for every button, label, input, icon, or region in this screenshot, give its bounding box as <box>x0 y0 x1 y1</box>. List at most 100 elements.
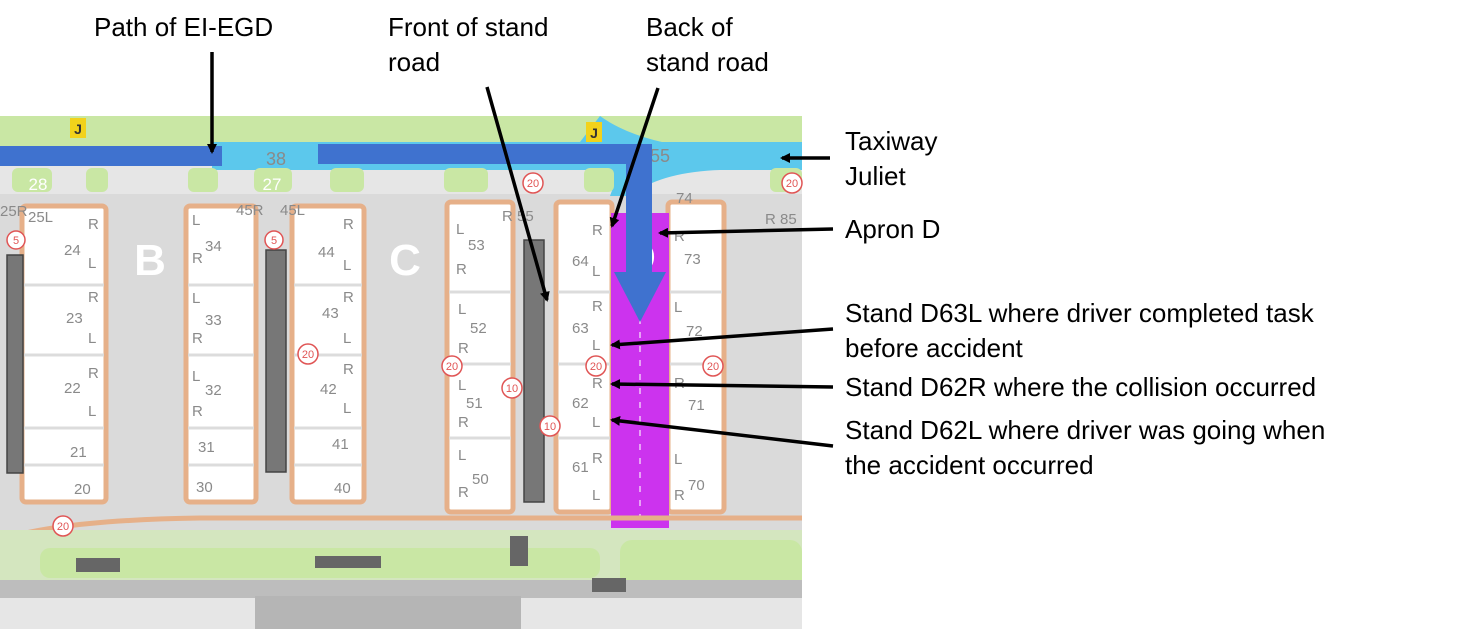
svg-text:L: L <box>88 403 96 420</box>
svg-text:R: R <box>192 403 203 420</box>
stand-number: 42 <box>320 381 337 398</box>
speed-sign: 20 <box>522 172 544 194</box>
svg-text:R: R <box>88 216 99 233</box>
taxiway-number: 55 <box>650 146 670 166</box>
arrow-apron-d <box>658 227 834 238</box>
stand-number: 33 <box>205 312 222 329</box>
callout-stand-d62l-line2: the accident occurred <box>845 450 1094 480</box>
stand-number: 30 <box>196 479 213 496</box>
callout-back-stand-road: Back of <box>646 12 733 42</box>
stand-number: 22 <box>64 380 81 397</box>
stand-number: 61 <box>572 459 589 476</box>
stand-number: 74 <box>676 190 693 207</box>
speed-sign: 10 <box>539 415 561 437</box>
svg-text:20: 20 <box>786 178 798 190</box>
stand-number: 70 <box>688 477 705 494</box>
stand-number: 45L <box>280 202 305 219</box>
svg-text:L: L <box>592 337 600 354</box>
stand-number: 44 <box>318 244 335 261</box>
speed-sign: 10 <box>501 377 523 399</box>
svg-text:L: L <box>456 221 464 238</box>
svg-text:10: 10 <box>506 383 518 395</box>
piers <box>6 239 545 503</box>
svg-text:R: R <box>458 414 469 431</box>
stand-number: 51 <box>466 395 483 412</box>
svg-text:R: R <box>458 484 469 501</box>
callout-arrows <box>207 52 834 448</box>
stand-number: 71 <box>688 397 705 414</box>
svg-text:L: L <box>343 330 351 347</box>
stand-number: 23 <box>66 310 83 327</box>
svg-text:L: L <box>592 487 600 504</box>
aircraft-path-arrow <box>0 144 666 322</box>
speed-sign: 5 <box>264 230 284 250</box>
taxiway-number: 38 <box>266 149 286 169</box>
svg-text:5: 5 <box>271 235 277 247</box>
arrow-stand-d62r <box>610 379 834 390</box>
svg-text:L: L <box>458 301 466 318</box>
callouts: Path of EI-EGD Front of stand road Back … <box>94 12 1325 480</box>
svg-text:20: 20 <box>707 361 719 373</box>
speed-sign: 20 <box>52 515 74 537</box>
stand-number: 64 <box>572 253 589 270</box>
svg-text:R: R <box>343 289 354 306</box>
svg-text:R: R <box>88 289 99 306</box>
svg-text:R: R <box>456 261 467 278</box>
svg-text:R: R <box>674 228 685 245</box>
svg-text:L: L <box>192 368 200 385</box>
svg-text:10: 10 <box>544 421 556 433</box>
arrow-back-stand-road <box>609 87 660 228</box>
svg-text:R: R <box>674 487 685 504</box>
svg-text:R: R <box>458 340 469 357</box>
stand-number: 31 <box>198 439 215 456</box>
svg-text:R: R <box>343 361 354 378</box>
svg-text:L: L <box>192 212 200 229</box>
stand-number: R 85 <box>765 211 797 228</box>
svg-text:L: L <box>343 400 351 417</box>
svg-text:20: 20 <box>527 178 539 190</box>
stand-number: 53 <box>468 237 485 254</box>
stand-number: 40 <box>334 480 351 497</box>
stand-numbers: 28 27 25R 25L 45R 45L 24 34 44 53 64 73 … <box>0 175 797 498</box>
svg-text:L: L <box>674 451 682 468</box>
svg-text:L: L <box>592 263 600 280</box>
svg-text:R: R <box>192 250 203 267</box>
svg-text:L: L <box>674 299 682 316</box>
svg-text:J: J <box>74 121 82 137</box>
speed-sign: 20 <box>781 172 803 194</box>
svg-text:L: L <box>192 290 200 307</box>
callout-front-stand-road-line2: road <box>388 47 440 77</box>
stand-number: 73 <box>684 251 701 268</box>
speed-sign: 20 <box>585 355 607 377</box>
stand-number: 20 <box>74 481 91 498</box>
svg-text:20: 20 <box>57 521 69 533</box>
callout-stand-d62r: Stand D62R where the collision occurred <box>845 372 1316 402</box>
svg-text:R: R <box>88 365 99 382</box>
arrow-front-stand-road <box>485 86 550 302</box>
apron-map: 5 5 20 20 20 20 10 10 20 20 20 J J 38 55… <box>0 116 803 629</box>
stand-number: 50 <box>472 471 489 488</box>
arrow-stand-d62l <box>610 415 834 448</box>
svg-text:20: 20 <box>446 361 458 373</box>
svg-text:L: L <box>343 257 351 274</box>
callout-apron-d: Apron D <box>845 214 940 244</box>
callout-path-ei-egd: Path of EI-EGD <box>94 12 273 42</box>
stand-number: 63 <box>572 320 589 337</box>
callout-taxiway-juliet: Taxiway <box>845 126 937 156</box>
stand-number: 27 <box>263 175 282 194</box>
svg-text:L: L <box>88 330 96 347</box>
speed-limit-signs: 5 5 20 20 20 20 10 10 20 20 20 <box>6 172 803 537</box>
callout-taxiway-juliet-line2: Juliet <box>845 161 906 191</box>
svg-text:J: J <box>590 125 598 141</box>
taxiway-signs: J J <box>70 118 602 142</box>
stand-number: 43 <box>322 305 339 322</box>
callout-stand-d63l: Stand D63L where driver completed task <box>845 298 1315 328</box>
speed-sign: 20 <box>441 355 463 377</box>
svg-text:5: 5 <box>13 235 19 247</box>
svg-text:R: R <box>592 298 603 315</box>
svg-text:L: L <box>458 377 466 394</box>
stand-number: 52 <box>470 320 487 337</box>
svg-text:L: L <box>88 255 96 272</box>
svg-text:R: R <box>592 450 603 467</box>
stand-number: 24 <box>64 242 81 259</box>
